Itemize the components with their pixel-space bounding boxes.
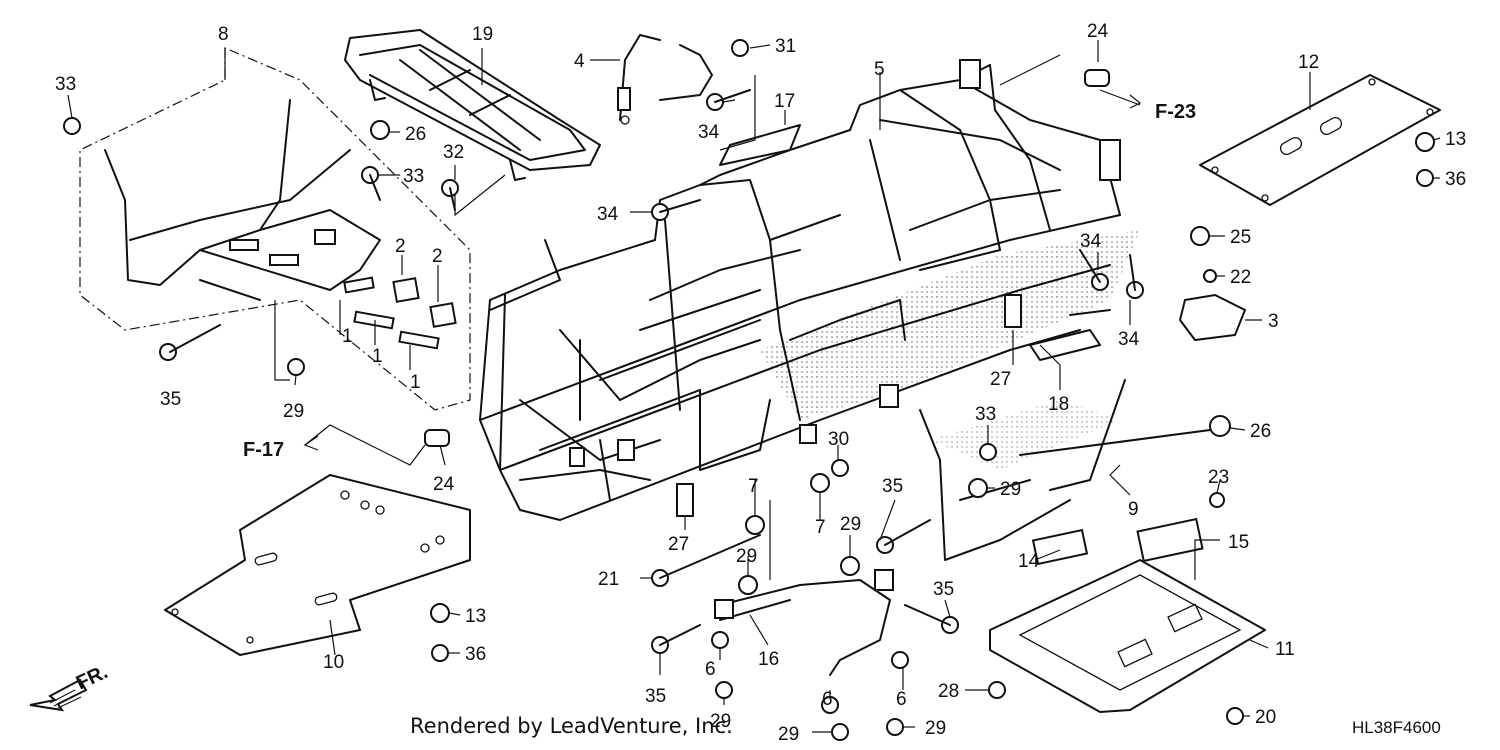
callout-24: 24: [1087, 21, 1109, 42]
ref-f23: F-23: [1155, 101, 1196, 123]
callout-33: 33: [55, 74, 76, 95]
part-8-rear-subframe: [79, 47, 471, 411]
leader-lines: [67, 40, 1441, 733]
callout-29: 29: [710, 711, 731, 732]
part-19-rack: [344, 29, 601, 181]
diagram-code: HL38F4600: [1352, 718, 1441, 737]
callout-29: 29: [925, 718, 946, 739]
callout-28: 28: [938, 681, 959, 702]
callout-35: 35: [160, 389, 181, 410]
front-direction-arrow-icon: [29, 678, 88, 712]
callout-32: 32: [443, 142, 464, 163]
callout-29: 29: [283, 401, 304, 422]
callout-2: 2: [432, 246, 443, 267]
main-frame: [479, 59, 1140, 521]
callout-16: 16: [758, 649, 779, 670]
callout-1: 1: [410, 372, 421, 393]
callout-34: 34: [597, 204, 619, 225]
callout-7: 7: [815, 517, 826, 538]
callout-21: 21: [598, 569, 619, 590]
callout-2: 2: [395, 236, 406, 257]
small-parts: [63, 39, 1435, 741]
callout-34: 34: [698, 122, 720, 143]
callout-31: 31: [775, 36, 796, 57]
callout-12: 12: [1298, 52, 1319, 73]
callout-13: 13: [1445, 129, 1466, 150]
callout-13: 13: [465, 606, 486, 627]
ref-f17: F-17: [243, 439, 284, 461]
callout-6: 6: [822, 689, 833, 710]
callout-3: 3: [1268, 311, 1279, 332]
callout-24: 24: [433, 474, 455, 495]
callout-27: 27: [990, 369, 1011, 390]
part-17-tube: [719, 124, 801, 166]
callout-29: 29: [840, 514, 861, 535]
callout-labels: 8 33 19 26 33 32 2 2 1 1 1 35 29 F-17 24…: [55, 21, 1466, 745]
callout-1: 1: [342, 326, 353, 347]
callout-5: 5: [874, 59, 885, 80]
callout-35: 35: [882, 476, 903, 497]
callout-22: 22: [1230, 267, 1251, 288]
callout-34: 34: [1080, 231, 1102, 252]
callout-20: 20: [1255, 707, 1276, 728]
callout-6: 6: [705, 659, 716, 680]
callout-29: 29: [778, 724, 799, 745]
arrow-f17: [303, 435, 319, 451]
callout-10: 10: [323, 652, 344, 673]
part-18-tube-b: [1069, 309, 1111, 316]
callout-29: 29: [736, 546, 757, 567]
callout-7: 7: [748, 476, 759, 497]
callout-14: 14: [1018, 551, 1040, 572]
callout-25: 25: [1230, 227, 1251, 248]
part-4-cable: [617, 34, 713, 125]
callout-4: 4: [574, 51, 585, 72]
callout-35: 35: [933, 579, 954, 600]
callout-8: 8: [218, 24, 229, 45]
part-12-plate: [1199, 74, 1441, 206]
part-10-skid-plate: [164, 474, 471, 656]
callout-36: 36: [465, 644, 486, 665]
callout-9: 9: [1128, 499, 1139, 520]
callout-6: 6: [896, 689, 907, 710]
callout-23: 23: [1208, 467, 1229, 488]
callout-36: 36: [1445, 169, 1466, 190]
part-16-bracket: [714, 569, 894, 676]
callout-15: 15: [1228, 532, 1249, 553]
part-9-rear-frame: [919, 379, 1211, 561]
callout-34: 34: [1118, 329, 1140, 350]
callout-17: 17: [774, 91, 795, 112]
callout-26: 26: [405, 124, 426, 145]
part-11-skid-plate: [989, 559, 1266, 713]
callout-33: 33: [403, 166, 424, 187]
part-18-tube: [1029, 329, 1101, 361]
callout-30: 30: [828, 429, 849, 450]
arrow-f23: [1129, 94, 1142, 109]
callout-29: 29: [1000, 479, 1021, 500]
callout-27: 27: [668, 534, 689, 555]
callout-1: 1: [372, 346, 383, 367]
callout-19: 19: [472, 24, 493, 45]
credit-text: Rendered by LeadVenture, Inc.: [410, 714, 733, 738]
callout-35: 35: [645, 686, 666, 707]
callout-26: 26: [1250, 421, 1271, 442]
callout-18: 18: [1048, 394, 1069, 415]
callout-33: 33: [975, 404, 996, 425]
callout-11: 11: [1275, 639, 1295, 660]
